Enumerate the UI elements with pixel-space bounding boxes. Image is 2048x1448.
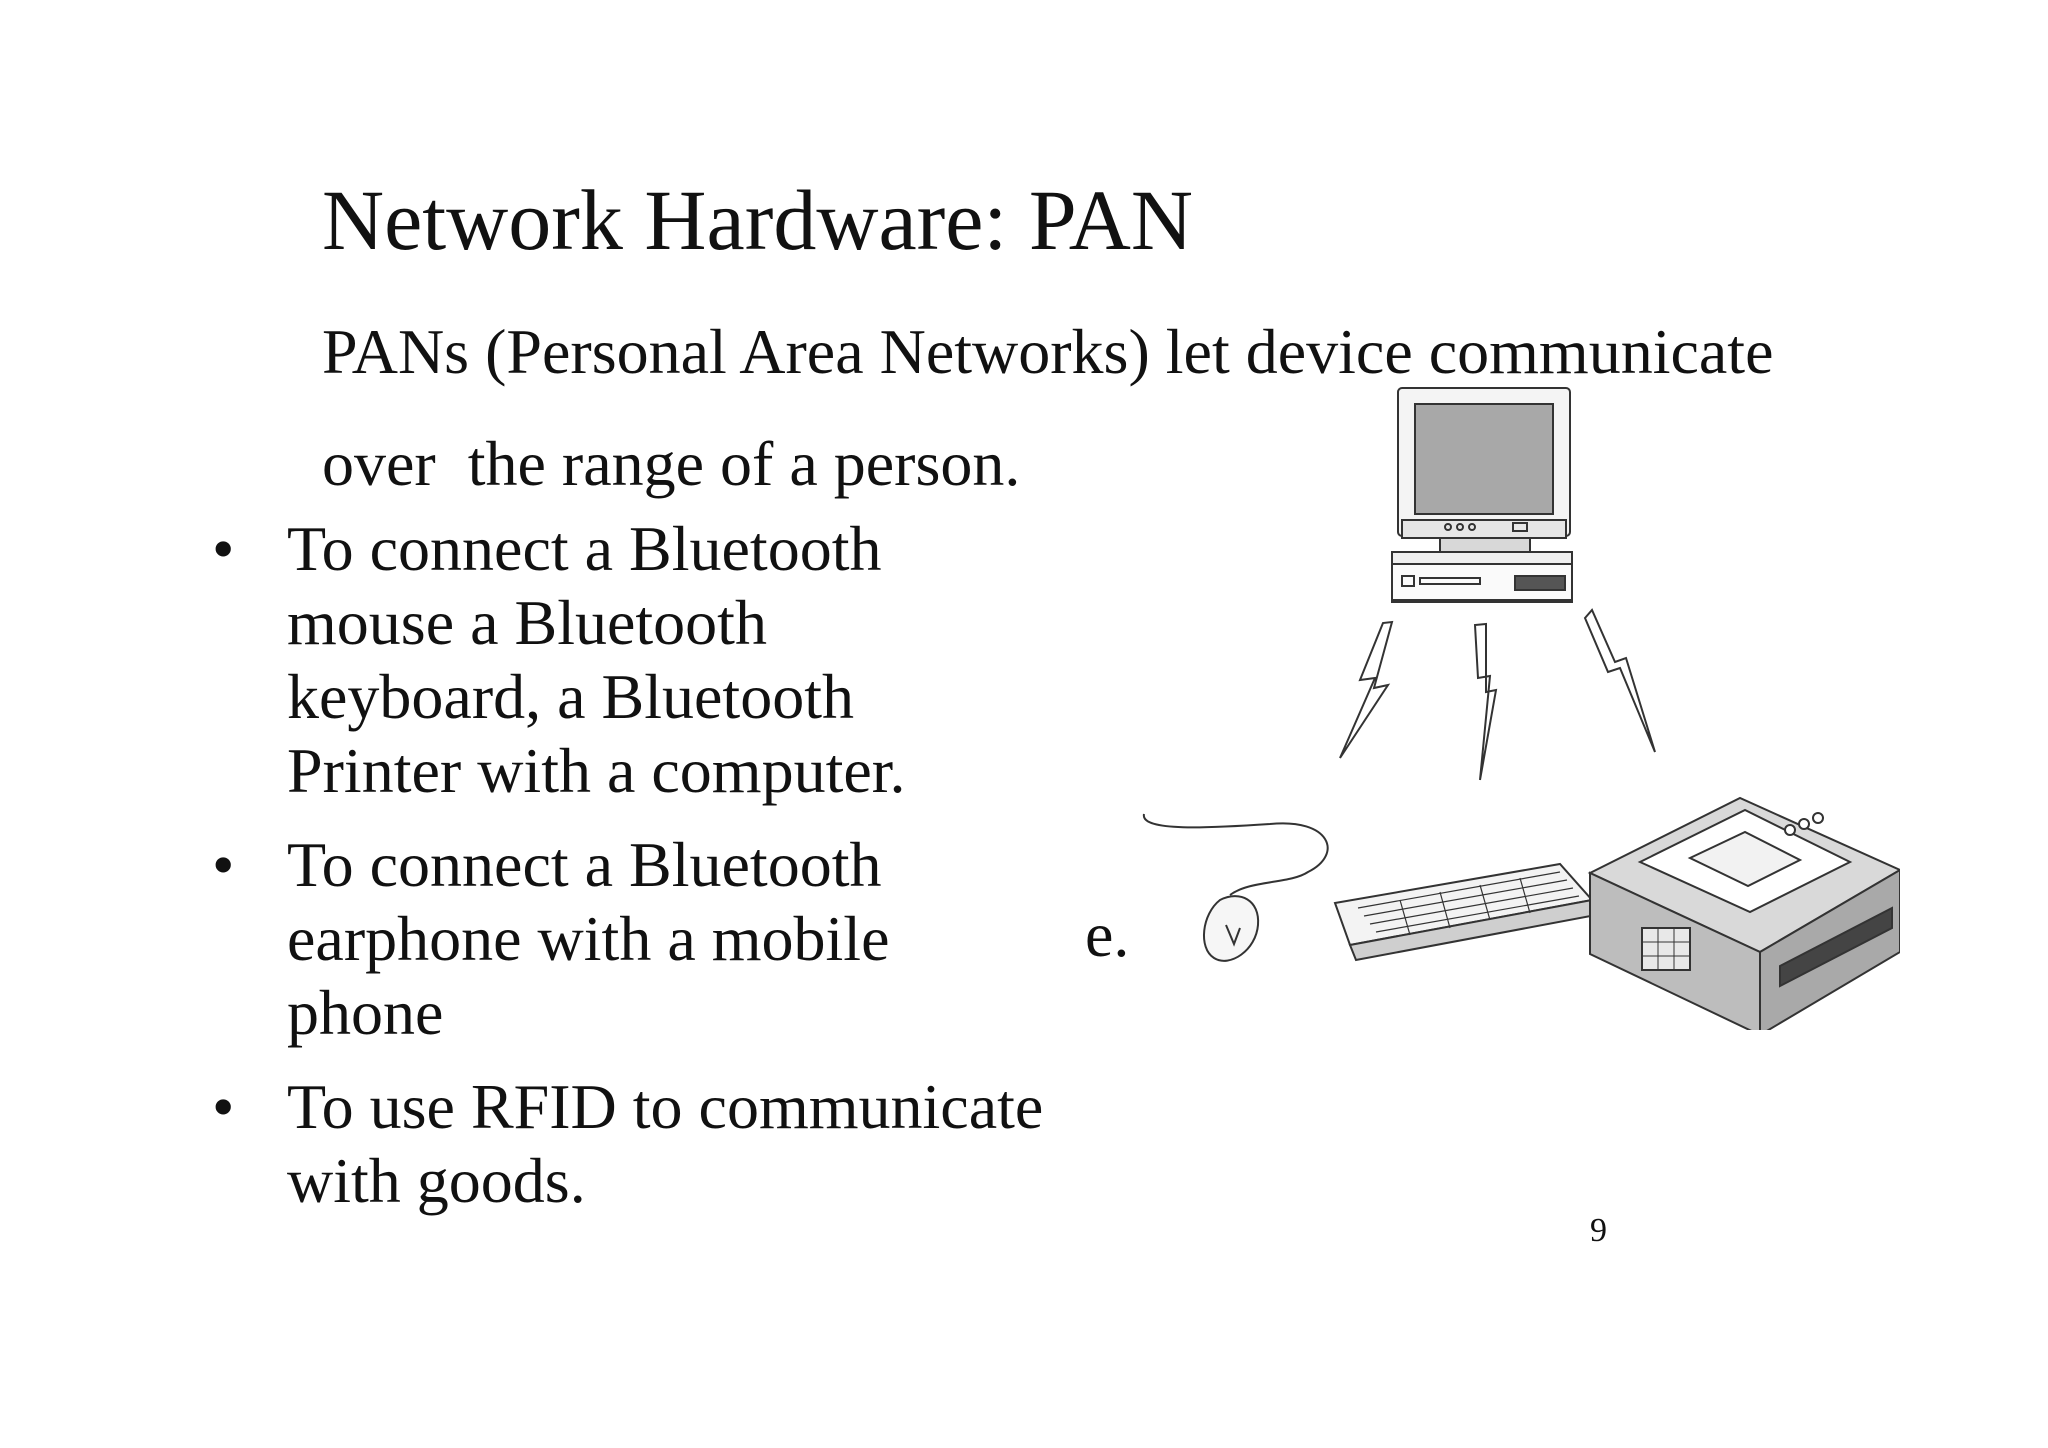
bullet-line: To connect a Bluetooth [287, 829, 882, 900]
bullet-line: earphone with a mobile [287, 903, 890, 974]
page-number: 9 [1590, 1212, 1607, 1249]
bullet-line: mouse a Bluetooth [287, 587, 767, 658]
intro-line: PANs (Personal Area Networks) let device… [322, 316, 1774, 387]
bullet-line: To use RFID to communicate [287, 1071, 1044, 1142]
bullet-list: • To connect a Bluetooth mouse a Bluetoo… [212, 512, 1187, 1238]
bullet-line: with goods. [287, 1145, 586, 1216]
pan-illustration [1142, 387, 1900, 1030]
keyboard-icon [1333, 862, 1598, 962]
bullet-line: Printer with a computer. [287, 735, 906, 806]
intro-line: over the range of a person. [322, 428, 1021, 499]
bullet-line: keyboard, a Bluetooth [287, 661, 854, 732]
bullet-line: To connect a Bluetooth [287, 513, 882, 584]
printer-icon [1587, 796, 1900, 1030]
mouse-icon [1142, 813, 1329, 962]
wireless-signal-icon [1339, 608, 1656, 781]
bullet-item: • To use RFID to communicate with goods. [212, 1070, 1187, 1218]
slide-title: Network Hardware: PAN [322, 172, 1193, 268]
bullet-dot: • [212, 1071, 235, 1142]
intro-text: PANs (Personal Area Networks) let device… [322, 296, 1773, 520]
bullet-item: • To connect a Bluetooth earphone with a… [212, 828, 1187, 1050]
bullet-dot: • [212, 513, 235, 584]
bullet-item: • To connect a Bluetooth mouse a Bluetoo… [212, 512, 1187, 808]
computer-icon [1391, 387, 1573, 603]
stray-text: e. [1085, 899, 1130, 970]
bullet-line: phone [287, 977, 444, 1048]
bullet-dot: • [212, 829, 235, 900]
